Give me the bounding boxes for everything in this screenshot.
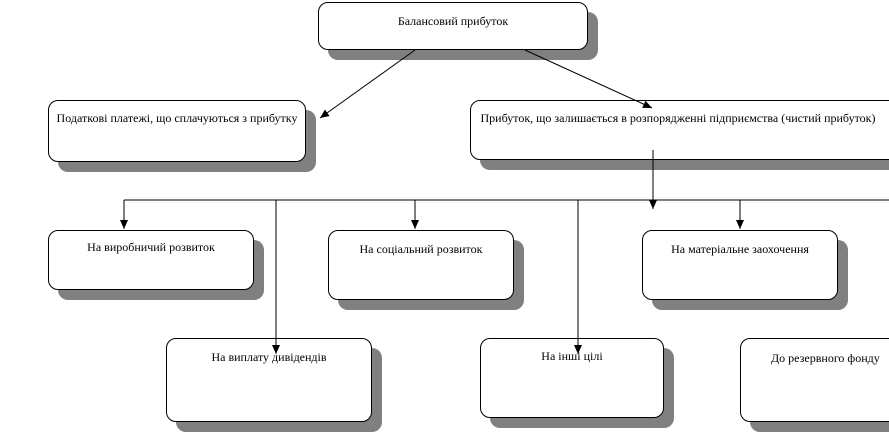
reserve-fund-label: До резервного фонду <box>771 351 880 365</box>
arrow-to-tax-payments <box>319 49 416 119</box>
reserve-fund-box: До резервного фонду <box>740 338 889 422</box>
dividends-label: На виплату дивідендів <box>211 350 327 364</box>
tax-payments-box: Податкові платежі, що сплачуються з приб… <box>48 100 306 162</box>
production-development-box: На виробничий розвиток <box>48 230 254 290</box>
material-incentives-box: На матеріальне заохочення <box>642 230 838 300</box>
dividends-box: На виплату дивідендів <box>166 338 372 422</box>
other-purposes-label: На інші цілі <box>541 349 603 363</box>
social-development-label: На соціальний розвиток <box>359 242 483 256</box>
net-profit-box: Прибуток, що залишається в розпорядженні… <box>470 100 889 160</box>
production-development-label: На виробничий розвиток <box>87 240 215 254</box>
balance-profit-label: Балансовий прибуток <box>397 14 509 28</box>
other-purposes-box: На інші цілі <box>480 338 664 418</box>
social-development-box: На соціальний розвиток <box>328 230 514 300</box>
material-incentives-label: На матеріальне заохочення <box>671 242 809 256</box>
balance-profit-box: Балансовий прибуток <box>318 2 588 50</box>
tax-payments-label: Податкові платежі, що сплачуються з приб… <box>56 111 298 125</box>
arrow-to-net-profit <box>524 49 653 109</box>
net-profit-label: Прибуток, що залишається в розпорядженні… <box>480 111 876 125</box>
